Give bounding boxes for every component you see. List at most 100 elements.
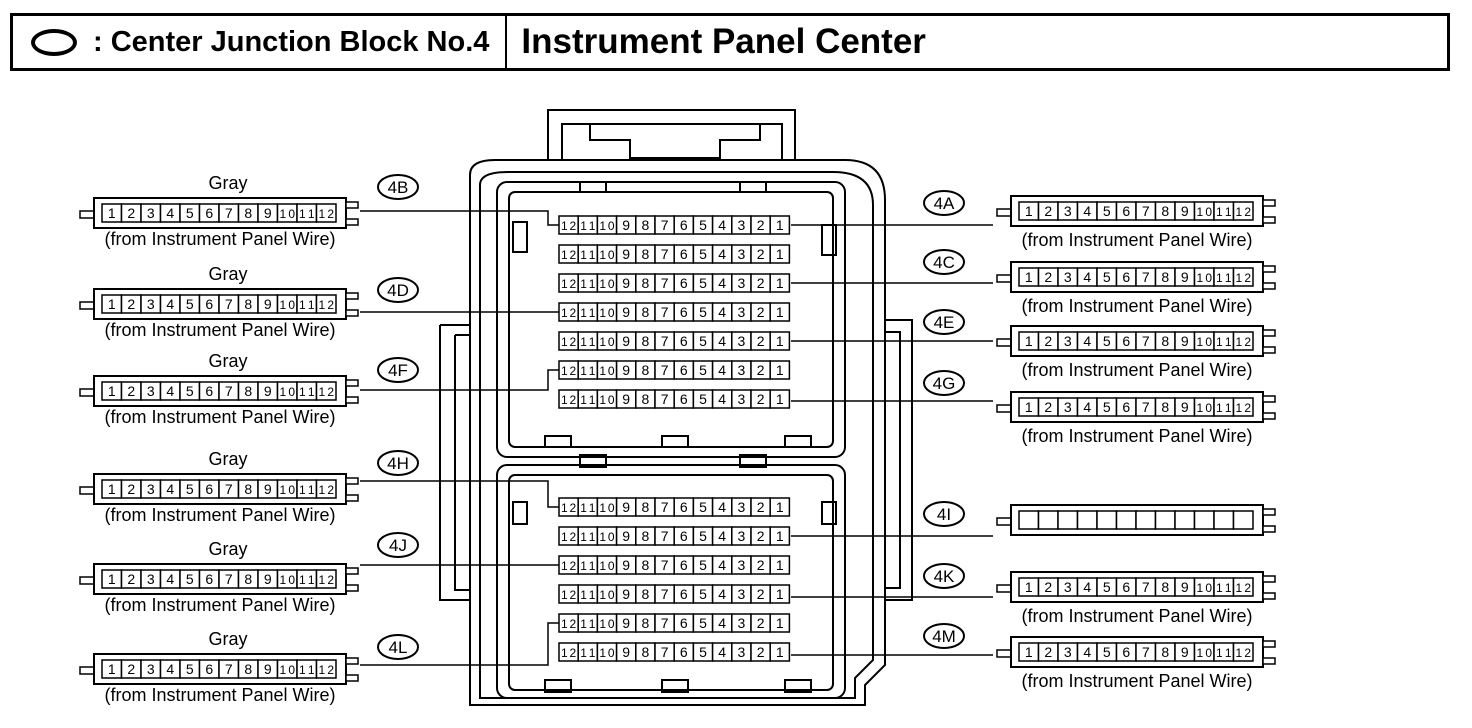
connector-source: (from Instrument Panel Wire) (1021, 360, 1252, 380)
connector-id: 4M (932, 627, 956, 646)
connector-tab (1262, 657, 1276, 665)
pin-cell (1135, 510, 1157, 530)
pin-cell (315, 203, 337, 223)
pin-number: 4 (718, 246, 726, 262)
connector-id-badge (923, 190, 965, 216)
pin-number: 3 (738, 362, 746, 378)
connector-id: 4H (387, 454, 409, 473)
connector-id-badge (377, 634, 419, 660)
pin-number: 10 (280, 663, 296, 677)
pin-number: 8 (642, 275, 650, 291)
pin-cell (1232, 331, 1254, 351)
connector-id: 4A (934, 194, 955, 213)
pin-number: 1 (108, 205, 116, 221)
connector-latch (996, 208, 1012, 217)
pin-number: 6 (205, 481, 213, 497)
pin-cell (1115, 510, 1137, 530)
pin-number: 3 (147, 481, 155, 497)
pin-number: 9 (1181, 203, 1189, 219)
pin-number: 1 (1025, 579, 1033, 595)
pin-number: 2 (757, 644, 765, 660)
pin-number: 8 (642, 246, 650, 262)
pin-number: 3 (147, 383, 155, 399)
pin-number: 7 (661, 246, 669, 262)
diagram-header: : Center Junction Block No.4 Instrument … (10, 13, 1450, 71)
connector-color: Gray (208, 264, 247, 284)
pin-cell (1232, 397, 1254, 417)
pin-cell (769, 244, 791, 264)
pin-number: 4 (718, 333, 726, 349)
pin-number: 10 (599, 530, 615, 544)
connector-tab (1262, 199, 1276, 207)
pin-number: 6 (1122, 333, 1130, 349)
pin-number: 1 (108, 296, 116, 312)
pin-number: 10 (599, 306, 615, 320)
pin-number: 10 (599, 277, 615, 291)
pin-cell (1096, 510, 1118, 530)
connector-id-badge (377, 450, 419, 476)
pin-number: 11 (299, 483, 315, 497)
pin-number: 6 (205, 571, 213, 587)
pin-number: 5 (699, 304, 707, 320)
pin-number: 12 (1236, 401, 1252, 415)
pin-number: 5 (1103, 333, 1111, 349)
pin-number: 8 (642, 304, 650, 320)
pin-number: 4 (718, 528, 726, 544)
pin-number: 11 (1216, 646, 1232, 660)
pin-number: 3 (1064, 644, 1072, 660)
pin-number: 1 (776, 275, 784, 291)
header-divider (505, 13, 508, 71)
pin-number: 2 (1044, 269, 1052, 285)
pin-number: 7 (225, 205, 233, 221)
pin-number: 2 (127, 296, 135, 312)
pin-number: 4 (718, 362, 726, 378)
pin-number: 3 (738, 615, 746, 631)
pin-number: 4 (166, 571, 174, 587)
pin-number: 9 (622, 333, 630, 349)
connector-source: (from Instrument Panel Wire) (1021, 606, 1252, 626)
pin-number: 12 (319, 663, 335, 677)
connector-color: Gray (208, 351, 247, 371)
pin-cell (315, 479, 337, 499)
connector-color: Gray (208, 629, 247, 649)
pin-number: 5 (699, 586, 707, 602)
pin-number: 5 (1103, 203, 1111, 219)
pin-number: 10 (599, 588, 615, 602)
pin-number: 11 (580, 219, 596, 233)
pin-number: 4 (718, 615, 726, 631)
pin-number: 4 (1083, 269, 1091, 285)
pin-number: 10 (599, 617, 615, 631)
connector-id: 4K (934, 567, 955, 586)
pin-cell (1154, 510, 1176, 530)
connector-latch (79, 486, 95, 495)
connector-tab (345, 494, 359, 502)
pin-number: 6 (205, 205, 213, 221)
pin-number: 2 (757, 275, 765, 291)
pin-number: 3 (738, 217, 746, 233)
pin-number: 12 (561, 617, 577, 631)
pin-number: 4 (1083, 579, 1091, 595)
oval-icon (31, 28, 77, 56)
pin-number: 3 (147, 571, 155, 587)
connector-id-badge (923, 563, 965, 589)
pin-cell (769, 215, 791, 235)
pin-number: 2 (757, 333, 765, 349)
pin-number: 11 (1216, 401, 1232, 415)
connector-source: (from Instrument Panel Wire) (104, 407, 335, 427)
pin-number: 8 (1161, 203, 1169, 219)
pin-number: 8 (642, 217, 650, 233)
